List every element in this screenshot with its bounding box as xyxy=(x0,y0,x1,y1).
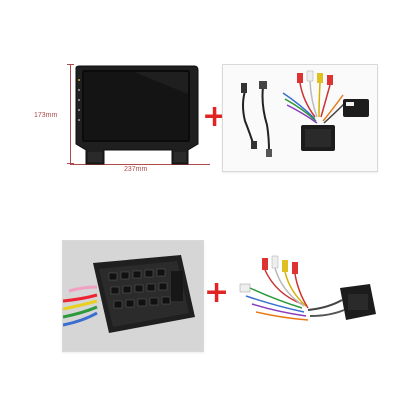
second-harness-illustration xyxy=(239,255,376,321)
head-unit-illustration xyxy=(75,65,199,165)
width-dimension-label: 237mm xyxy=(124,166,148,173)
connector-closeup-image xyxy=(62,240,204,352)
width-dimension-line xyxy=(70,164,210,165)
head-unit-image xyxy=(74,64,200,170)
height-dimension-line xyxy=(67,64,74,164)
plus-icon-2: + xyxy=(204,275,230,310)
wiring-harness-image xyxy=(222,64,378,172)
wiring-harness-illustration xyxy=(241,70,369,157)
height-dimension-label: 173mm xyxy=(34,112,58,119)
connector-closeup-illustration xyxy=(63,241,203,351)
second-harness-image xyxy=(232,254,382,340)
